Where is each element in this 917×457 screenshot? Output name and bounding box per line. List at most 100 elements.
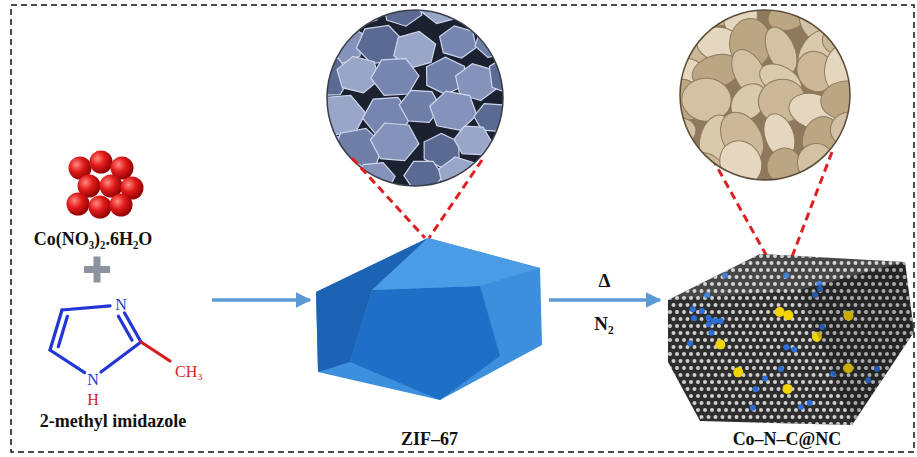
cnc-crystal	[668, 254, 917, 426]
atom-dot	[672, 289, 676, 293]
atom-dot	[696, 408, 700, 412]
atom-dot	[780, 324, 784, 328]
particle	[659, 146, 709, 196]
atom-dot	[836, 408, 840, 412]
particle	[654, 114, 700, 152]
atom-dot	[728, 359, 732, 363]
atom-dot	[714, 261, 718, 265]
atom-dot	[766, 338, 770, 342]
atom-dot	[724, 394, 728, 398]
atom-dot	[906, 422, 910, 426]
atom-dot	[749, 317, 753, 321]
atom-dot	[892, 408, 896, 412]
atom-dot	[787, 408, 791, 412]
condition-label: N₂	[594, 314, 613, 333]
atom-dot	[700, 331, 704, 335]
atom-dot	[801, 366, 805, 370]
atom-dot	[721, 303, 725, 307]
atom-dot	[668, 394, 672, 398]
particle	[831, 0, 885, 48]
atom-dot	[731, 324, 735, 328]
crystal-grain	[459, 0, 500, 26]
ring-bond	[58, 316, 67, 346]
particle	[661, 0, 706, 38]
atom-dot	[745, 408, 749, 412]
particle	[817, 142, 873, 190]
atom-dot	[721, 387, 725, 391]
crystal-grain	[370, 123, 419, 161]
atom-dot	[770, 373, 774, 377]
crystal-facet	[372, 238, 540, 290]
atom-dot	[889, 387, 893, 391]
atom-dot	[798, 303, 802, 307]
atom-dot	[871, 408, 875, 412]
atom-dot	[710, 352, 714, 356]
atom-dot	[668, 366, 672, 370]
atom-dot	[672, 387, 676, 391]
atom-dot	[906, 380, 910, 384]
atom-dot	[784, 359, 788, 363]
figure-label: Co(NO₃)₂.6H₂O	[34, 228, 153, 250]
atom-dot	[843, 422, 847, 426]
atom-dot	[738, 352, 742, 356]
atom-dot	[752, 338, 756, 342]
atom-dot	[773, 352, 777, 356]
atom-dot	[805, 387, 809, 391]
atom-dot	[885, 394, 889, 398]
atom-dot	[777, 401, 781, 405]
atom-dot	[784, 344, 790, 350]
atom-dot	[731, 254, 735, 258]
process-arrow	[212, 298, 310, 302]
atom-dot	[717, 324, 721, 328]
atom-dot	[679, 387, 683, 391]
ring-bond	[50, 350, 85, 373]
atom-dot	[829, 380, 833, 384]
atom-dot	[885, 380, 889, 384]
atom-dot	[762, 376, 768, 382]
atom-dot	[913, 380, 917, 384]
crystal-grain	[489, 54, 534, 96]
atom-dot	[808, 338, 812, 342]
atom-dot	[679, 415, 683, 419]
atom-dot	[700, 359, 704, 363]
atom-dot	[689, 422, 693, 426]
atom-dot	[752, 394, 756, 398]
atom-dot	[766, 324, 770, 328]
atom-dot	[738, 296, 742, 300]
atom-dot	[770, 345, 774, 349]
atom-dot	[749, 387, 753, 391]
atom-dot	[822, 254, 826, 258]
atom-dot	[710, 254, 714, 258]
atom-dot	[682, 366, 686, 370]
atom-dot	[805, 331, 809, 335]
atom-dot	[864, 422, 868, 426]
atom-dot	[903, 415, 907, 419]
atom-dot	[766, 310, 770, 314]
atom-dot	[773, 324, 777, 328]
atom-dot	[724, 366, 728, 370]
atom-dot	[686, 359, 690, 363]
atom-dot	[896, 415, 900, 419]
atom-dot	[703, 394, 707, 398]
atom-dot	[750, 405, 756, 411]
atom-dot	[885, 254, 889, 258]
atom-dot	[717, 422, 721, 426]
crystal-grain	[383, 0, 422, 26]
atom-dot	[801, 380, 805, 384]
atom-dot	[864, 411, 870, 417]
atom-dot	[808, 324, 812, 328]
atom-dot	[668, 380, 672, 384]
atom-dot	[693, 401, 697, 405]
atom-dot	[672, 373, 676, 377]
atom-dot	[892, 380, 896, 384]
atom-dot	[801, 352, 805, 356]
atom-dot	[777, 317, 781, 321]
atom-dot	[882, 401, 886, 405]
atom-dot	[682, 422, 686, 426]
atom-dot	[686, 373, 690, 377]
atom-dot	[910, 345, 914, 349]
atom-dot	[913, 268, 917, 272]
atom-dot	[752, 380, 756, 384]
atom-dot	[745, 310, 749, 314]
ring-bond	[62, 306, 110, 310]
